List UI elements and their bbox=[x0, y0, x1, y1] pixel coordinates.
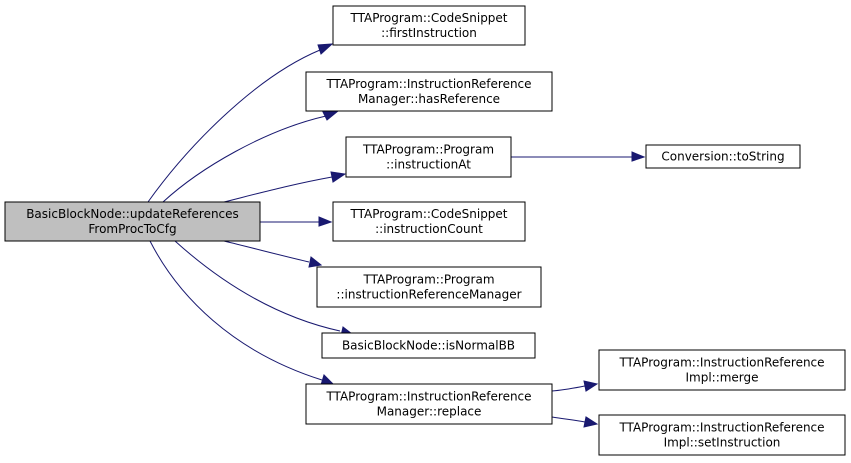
node-has-reference[interactable]: TTAProgram::InstructionReferenceManager:… bbox=[305, 71, 553, 112]
arrowhead-icon bbox=[308, 256, 323, 268]
node-label-line: TTAProgram::InstructionReference bbox=[618, 421, 824, 435]
node-root[interactable]: BasicBlockNode::updateReferencesFromProc… bbox=[4, 201, 261, 242]
arrowhead-icon bbox=[322, 110, 340, 121]
node-label-line: TTAProgram::Program bbox=[362, 143, 494, 157]
edge-line bbox=[162, 115, 327, 203]
edge-replace-to-set-instruction bbox=[551, 416, 599, 428]
node-to-string[interactable]: Conversion::toString bbox=[645, 144, 801, 169]
node-label-line: Impl::merge bbox=[685, 371, 758, 385]
node-first-instruction[interactable]: TTAProgram::CodeSnippet::firstInstructio… bbox=[332, 5, 526, 46]
node-box bbox=[645, 144, 801, 169]
arrowhead-icon bbox=[631, 151, 646, 162]
node-box bbox=[598, 349, 846, 391]
edge-root-to-instruction-count bbox=[260, 216, 333, 227]
arrowhead-icon bbox=[583, 416, 599, 428]
node-set-instruction[interactable]: TTAProgram::InstructionReferenceImpl::se… bbox=[598, 414, 846, 456]
call-graph-nodes: BasicBlockNode::updateReferencesFromProc… bbox=[4, 5, 846, 456]
node-label-line: BasicBlockNode::isNormalBB bbox=[342, 339, 515, 353]
arrowhead-icon bbox=[330, 171, 347, 183]
node-label-line: ::instructionCount bbox=[375, 222, 483, 236]
node-label-line: TTAProgram::InstructionReference bbox=[325, 390, 531, 404]
node-box bbox=[332, 5, 526, 46]
node-label-line: Conversion::toString bbox=[661, 150, 784, 164]
edge-line bbox=[147, 49, 321, 203]
edge-root-to-has-reference bbox=[162, 110, 340, 203]
edge-line bbox=[551, 416, 586, 423]
edge-root-to-first-instruction bbox=[147, 43, 334, 203]
edge-root-to-replace bbox=[149, 240, 335, 386]
node-is-normal-bb[interactable]: BasicBlockNode::isNormalBB bbox=[321, 332, 536, 359]
edge-replace-to-merge bbox=[551, 380, 599, 392]
node-box bbox=[321, 332, 536, 359]
node-label-line: FromProcToCfg bbox=[88, 222, 176, 236]
node-label-line: TTAProgram::CodeSnippet bbox=[349, 11, 507, 25]
node-box bbox=[598, 414, 846, 456]
edge-root-to-instruction-reference-manager bbox=[223, 240, 323, 268]
node-box bbox=[305, 71, 553, 112]
node-label-line: TTAProgram::Program bbox=[362, 273, 494, 287]
arrowhead-icon bbox=[318, 216, 333, 227]
edge-line bbox=[174, 240, 341, 332]
edge-line bbox=[551, 385, 586, 392]
node-label-line: TTAProgram::InstructionReference bbox=[325, 77, 531, 91]
arrowhead-icon bbox=[583, 380, 599, 392]
edge-instruction-at-to-to-string bbox=[511, 151, 646, 162]
edge-line bbox=[223, 176, 333, 203]
node-instruction-at[interactable]: TTAProgram::Program::instructionAt bbox=[345, 136, 512, 178]
node-replace[interactable]: TTAProgram::InstructionReferenceManager:… bbox=[305, 383, 553, 425]
edge-line bbox=[149, 240, 323, 381]
arrowhead-icon bbox=[317, 43, 334, 55]
node-box bbox=[316, 266, 542, 308]
node-label-line: Manager::hasReference bbox=[358, 92, 500, 106]
node-box bbox=[4, 201, 261, 242]
node-label-line: Manager::replace bbox=[377, 405, 482, 419]
node-instruction-count[interactable]: TTAProgram::CodeSnippet::instructionCoun… bbox=[332, 201, 526, 242]
call-graph-edges bbox=[147, 43, 646, 428]
node-label-line: Impl::setInstruction bbox=[664, 436, 781, 450]
node-label-line: BasicBlockNode::updateReferences bbox=[26, 207, 239, 221]
edge-root-to-instruction-at bbox=[223, 171, 347, 203]
node-label-line: ::firstInstruction bbox=[381, 26, 477, 40]
node-label-line: ::instructionAt bbox=[386, 158, 471, 172]
node-box bbox=[332, 201, 526, 242]
node-box bbox=[305, 383, 553, 425]
node-instruction-reference-manager[interactable]: TTAProgram::Program::instructionReferenc… bbox=[316, 266, 542, 308]
node-label-line: ::instructionReferenceManager bbox=[336, 288, 521, 302]
node-box bbox=[345, 136, 512, 178]
node-label-line: TTAProgram::InstructionReference bbox=[618, 356, 824, 370]
edge-line bbox=[223, 240, 310, 263]
node-merge[interactable]: TTAProgram::InstructionReferenceImpl::me… bbox=[598, 349, 846, 391]
node-label-line: TTAProgram::CodeSnippet bbox=[349, 207, 507, 221]
